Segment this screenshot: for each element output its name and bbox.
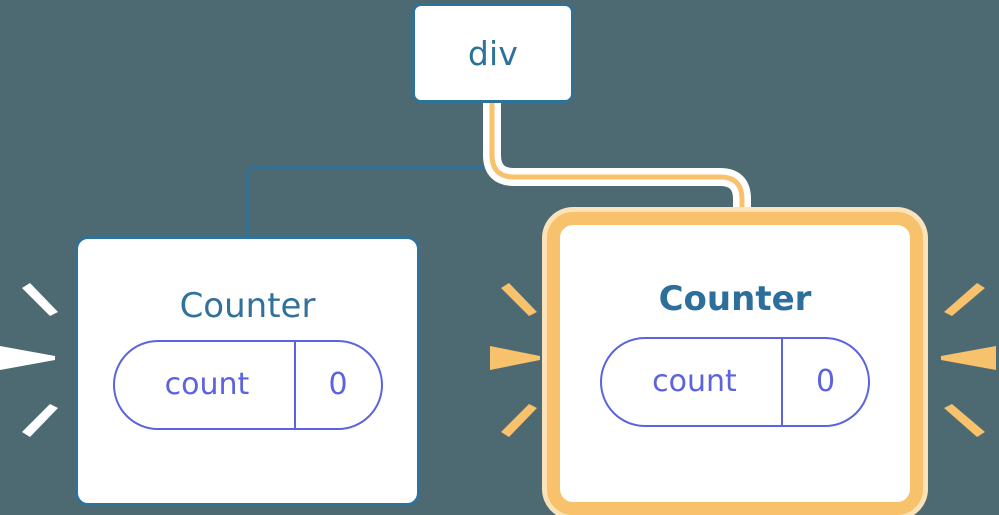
node-counter-right[interactable]: Counter count 0: [547, 212, 923, 515]
node-div-label: div: [467, 33, 519, 73]
node-counter-right-prop-key: count: [602, 339, 783, 425]
node-counter-left-title: Counter: [179, 286, 316, 326]
node-counter-left-prop-pill: count 0: [112, 340, 383, 430]
node-div[interactable]: div: [412, 3, 574, 103]
node-counter-right-prop-value: 0: [815, 364, 836, 399]
node-counter-left-prop-value: 0: [328, 367, 348, 402]
edge-div-to-counter-right: [489, 103, 745, 232]
node-counter-right-title: Counter: [658, 279, 812, 319]
node-counter-right-prop-pill: count 0: [600, 337, 870, 427]
node-counter-left[interactable]: Counter count 0: [75, 236, 420, 506]
edge-div-to-counter-left: [245, 101, 489, 238]
node-counter-left-prop-key: count: [115, 342, 296, 428]
